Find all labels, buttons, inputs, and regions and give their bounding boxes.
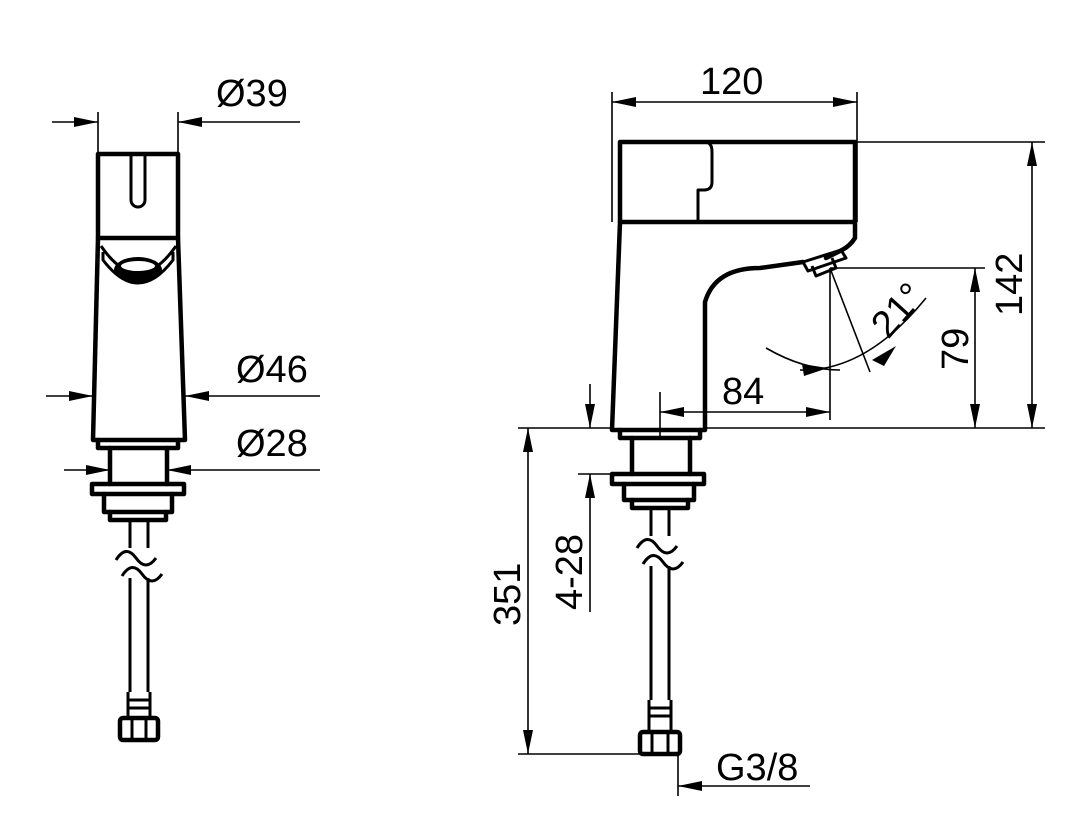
dimension-thread: G3/8 xyxy=(716,747,798,789)
side-view: 120 142 79 21° 84 351 4-28 xyxy=(487,61,1045,796)
front-lever-slot xyxy=(129,156,147,209)
dimension-w84: 84 xyxy=(722,371,764,413)
front-body xyxy=(90,235,188,443)
dimension-d46: Ø46 xyxy=(236,349,308,391)
side-lever xyxy=(617,139,858,225)
side-lever-cap xyxy=(690,140,714,222)
dimension-h142: 142 xyxy=(989,253,1031,316)
front-shank xyxy=(107,445,170,487)
side-shank xyxy=(629,435,693,477)
dimension-range428: 4-28 xyxy=(549,534,591,610)
dimension-d39: Ø39 xyxy=(216,73,288,115)
side-aerator xyxy=(801,248,848,278)
dimension-angle21: 21° xyxy=(863,275,933,346)
side-body xyxy=(609,219,806,433)
dimension-d28: Ø28 xyxy=(236,423,308,465)
dimension-h351: 351 xyxy=(487,563,529,626)
side-hose xyxy=(649,508,671,700)
front-lever xyxy=(95,151,181,241)
front-lock-nut xyxy=(89,481,187,497)
front-hose-nut xyxy=(117,715,161,743)
side-hose-nut xyxy=(637,729,683,757)
front-hose xyxy=(128,520,150,692)
dimension-h79: 79 xyxy=(935,328,977,370)
front-base-ring xyxy=(95,437,181,451)
dimension-w120: 120 xyxy=(700,61,763,103)
side-lock-nut xyxy=(609,471,707,487)
front-view: Ø39 Ø46 Ø28 xyxy=(46,73,320,743)
